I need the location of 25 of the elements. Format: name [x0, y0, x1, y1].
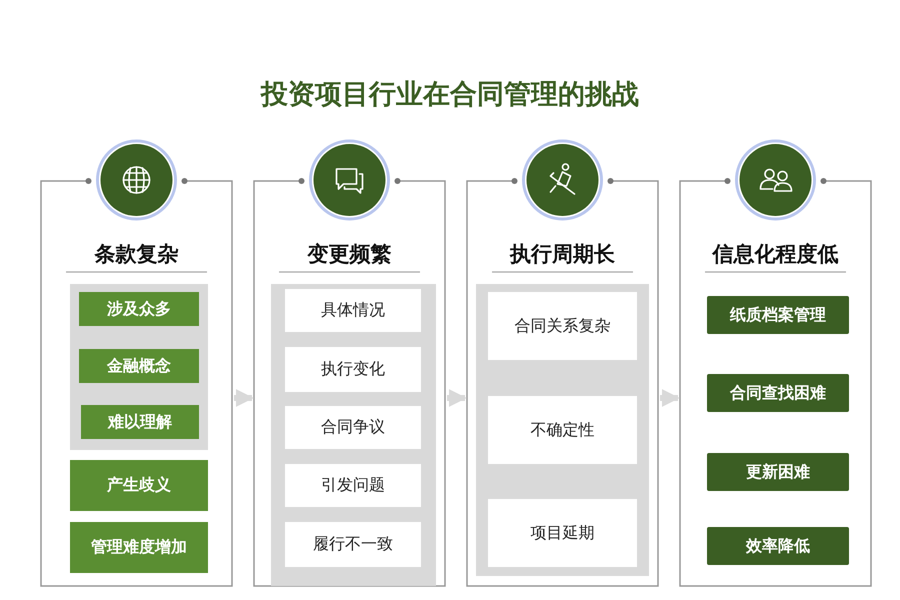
text-box: 纸质档案管理	[707, 296, 849, 334]
chevron-arrow	[234, 389, 254, 407]
text-box: 涉及众多	[79, 292, 199, 326]
text-box: 履行不一致	[285, 522, 421, 567]
text-box: 不确定性	[488, 396, 637, 464]
text-box: 合同关系复杂	[488, 292, 637, 360]
text-box: 具体情况	[285, 289, 421, 332]
title: 投资项目行业在合同管理的挑战	[259, 78, 640, 112]
column-heading: 条款复杂	[93, 240, 180, 268]
text-box: 执行变化	[285, 347, 421, 392]
text-box: 效率降低	[707, 527, 849, 565]
text-box: 管理难度增加	[70, 522, 208, 573]
chevron-arrow	[447, 389, 467, 407]
text-box: 合同查找困难	[707, 374, 849, 412]
text-box: 产生歧义	[70, 460, 208, 511]
text-box: 引发问题	[285, 464, 421, 507]
column-heading: 信息化程度低	[710, 240, 840, 268]
text-box: 难以理解	[81, 405, 199, 439]
chevron-arrow	[660, 389, 680, 407]
column-heading: 执行周期长	[508, 240, 616, 268]
text-box: 合同争议	[285, 406, 421, 449]
text-box: 更新困难	[707, 453, 849, 491]
column-heading: 变更频繁	[306, 240, 392, 268]
text-box: 项目延期	[488, 499, 637, 567]
text-box: 金融概念	[79, 349, 199, 383]
